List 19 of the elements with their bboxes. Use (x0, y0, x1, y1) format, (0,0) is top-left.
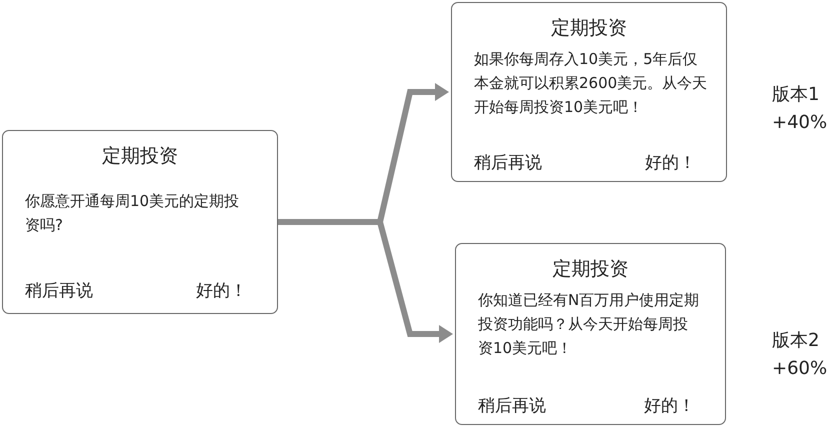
version-label: 版本1 (772, 83, 820, 106)
action-text: 稍后再说 (474, 152, 542, 174)
action-text: 好的！ (644, 395, 695, 417)
dialog-title: 定期投资 (102, 144, 178, 169)
action-text: 稍后再说 (25, 280, 93, 302)
version-label: 版本2 (772, 329, 820, 352)
message-text: 你知道已经有N百万用户使用定期投资功能吗？从今天开始每周投资10美元吧！ (478, 290, 700, 359)
message-text: 你愿意开通每周10美元的定期投资吗? (25, 191, 240, 236)
dialog-card (455, 243, 726, 425)
dialog-card (2, 130, 278, 314)
percent-label: +60% (772, 358, 828, 379)
dialog-card (451, 2, 727, 182)
message-text: 如果你每周存入10美元，5年后仅本金就可以积累2600美元。从今天开始每周投资10美元吧！ (474, 49, 708, 118)
dialog-title: 定期投资 (551, 16, 627, 41)
dialog-title: 定期投资 (552, 257, 628, 282)
percent-label: +40% (772, 112, 828, 133)
action-text: 好的！ (645, 152, 696, 174)
action-text: 稍后再说 (478, 395, 546, 417)
action-text: 好的！ (196, 280, 247, 302)
